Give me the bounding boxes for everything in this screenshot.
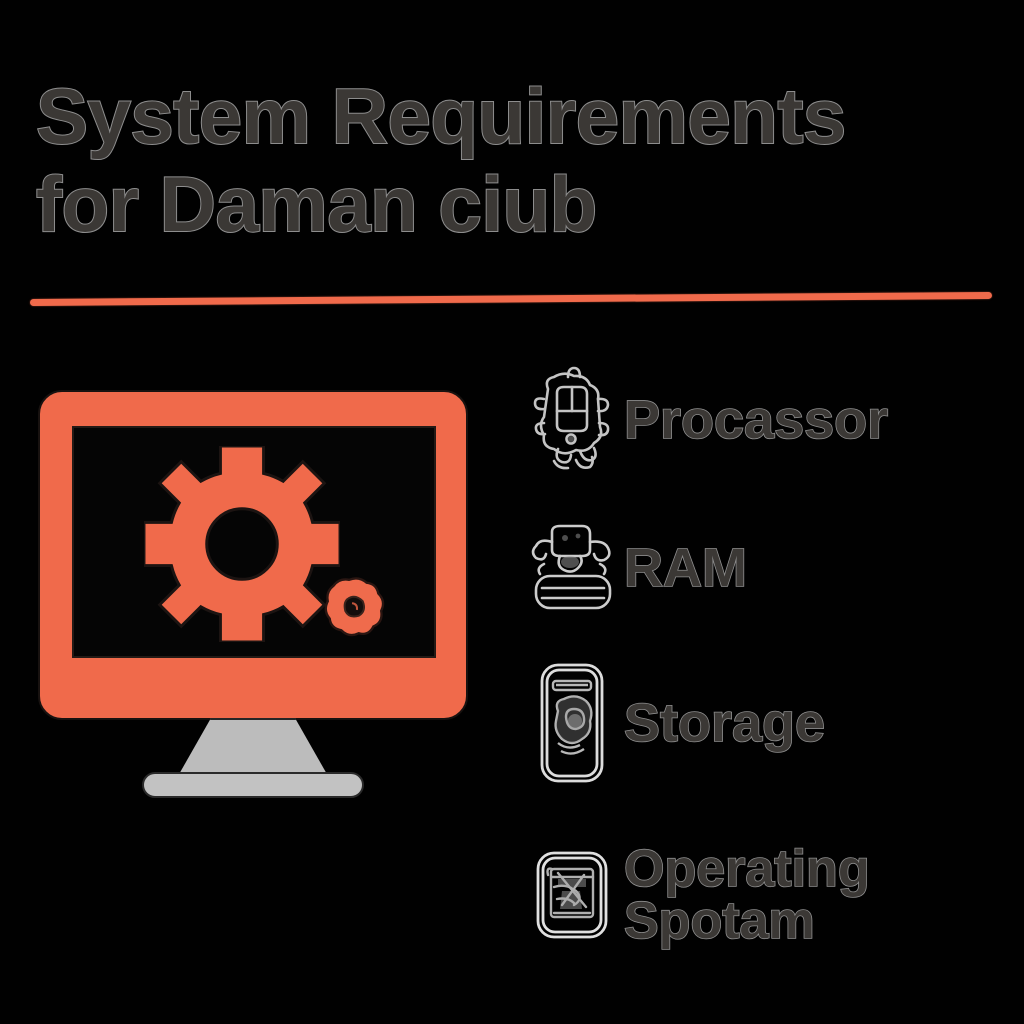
list-item-label: Storage: [623, 692, 826, 753]
monitor-bezel: [38, 390, 468, 720]
monitor-stand-base: [142, 772, 364, 798]
list-item-label: Operating Spotam: [623, 840, 870, 950]
title-line-secondary: for Daman ciub: [35, 160, 598, 249]
accent-divider-rule: [29, 291, 992, 306]
page-title: System Requirements for Daman ciub: [35, 72, 966, 249]
ram-stick-icon: [520, 522, 624, 614]
list-item-label: RAM: [623, 537, 748, 598]
list-item[interactable]: RAM: [520, 518, 990, 618]
list-item[interactable]: Operating Spotam: [520, 830, 990, 960]
monitor-stand-neck: [178, 718, 328, 776]
hard-drive-icon: [520, 659, 624, 787]
cpu-chip-icon: [520, 365, 624, 475]
title-line-primary: System Requirements: [35, 72, 847, 160]
list-item[interactable]: Procassor: [520, 360, 990, 480]
list-item[interactable]: Storage: [520, 648, 990, 798]
monitor-illustration: [32, 390, 472, 802]
small-gear-icon: [324, 577, 385, 637]
list-item-label: Procassor: [623, 389, 889, 450]
operating-system-icon: [520, 843, 624, 947]
large-gear-icon: [144, 446, 340, 642]
